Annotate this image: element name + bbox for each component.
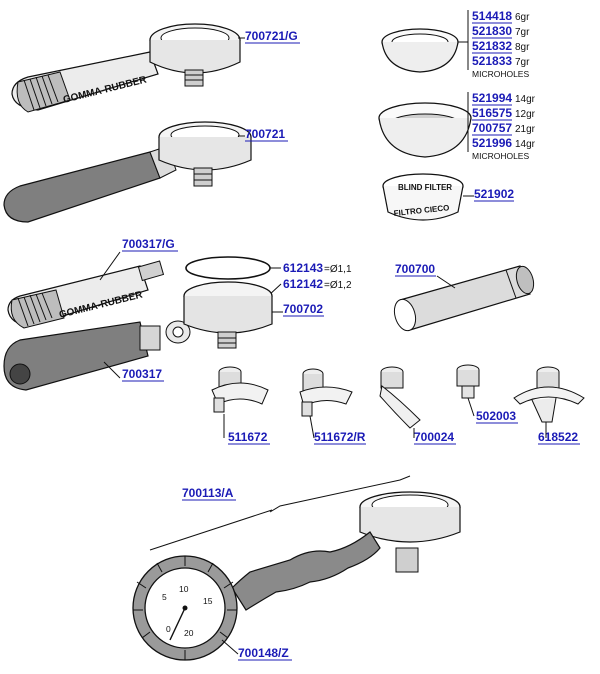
part-label-618522: 618522 bbox=[538, 422, 580, 445]
svg-text:521830: 521830 bbox=[472, 24, 512, 38]
svg-text:7gr: 7gr bbox=[515, 27, 530, 38]
svg-text:6gr: 6gr bbox=[515, 12, 530, 23]
double-filter-basket-drawing bbox=[378, 102, 472, 158]
spout-511672-drawing bbox=[211, 366, 269, 413]
svg-text:14gr: 14gr bbox=[515, 94, 536, 105]
svg-text:700757: 700757 bbox=[472, 121, 512, 135]
svg-text:700702: 700702 bbox=[283, 302, 323, 316]
svg-text:511672: 511672 bbox=[228, 430, 268, 444]
svg-text:700317/G: 700317/G bbox=[122, 237, 175, 251]
svg-text:511672/R: 511672/R bbox=[314, 430, 366, 444]
single-filter-list: 514418 6gr 521830 7gr 521832 8gr 521833 … bbox=[458, 9, 530, 79]
handle-700317g-drawing: GOMMA-RUBBER bbox=[7, 260, 165, 329]
svg-text:8gr: 8gr bbox=[515, 42, 530, 53]
part-label-700317: 700317 bbox=[103, 361, 164, 382]
svg-text:MICROHOLES: MICROHOLES bbox=[472, 151, 529, 161]
svg-text:=Ø1,1: =Ø1,1 bbox=[324, 264, 352, 275]
pressure-gauge-portafilter-drawing: 10 15 5 0 20 bbox=[132, 475, 461, 661]
svg-text:12gr: 12gr bbox=[515, 109, 536, 120]
single-filter-basket-drawing bbox=[381, 28, 459, 73]
svg-text:521994: 521994 bbox=[472, 91, 512, 105]
spout-700024-drawing bbox=[379, 366, 421, 429]
group-body-700702-drawing bbox=[183, 281, 273, 349]
gauge-tick-15: 15 bbox=[203, 596, 213, 606]
fitting-502003-drawing bbox=[456, 364, 480, 399]
part-label-700721g: 700721/G bbox=[238, 29, 300, 44]
part-label-511672r: 511672/R bbox=[309, 415, 366, 445]
part-label-511672: 511672 bbox=[223, 414, 270, 445]
svg-text:=Ø1,2: =Ø1,2 bbox=[324, 280, 352, 291]
svg-text:700721: 700721 bbox=[245, 127, 285, 141]
part-label-700700: 700700 bbox=[395, 262, 456, 289]
blind-filter-drawing: BLIND FILTER FILTRO CIECO bbox=[382, 173, 464, 221]
svg-text:514418: 514418 bbox=[472, 9, 512, 23]
part-label-700721: 700721 bbox=[238, 127, 288, 142]
svg-text:502003: 502003 bbox=[476, 409, 516, 423]
svg-text:14gr: 14gr bbox=[515, 139, 536, 150]
part-label-700113a: 700113/A bbox=[182, 486, 236, 501]
part-label-502003: 502003 bbox=[467, 397, 518, 424]
portafilter-700721-drawing bbox=[3, 121, 252, 223]
svg-text:700721/G: 700721/G bbox=[245, 29, 298, 43]
spout-511672r-drawing bbox=[299, 368, 353, 417]
part-label-700024: 700024 bbox=[413, 428, 456, 445]
blind-filter-lettering: BLIND FILTER bbox=[398, 183, 452, 192]
svg-text:521902: 521902 bbox=[474, 187, 514, 201]
svg-text:700317: 700317 bbox=[122, 367, 162, 381]
part-label-700317g: 700317/G bbox=[99, 237, 178, 281]
svg-text:700700: 700700 bbox=[395, 262, 435, 276]
gasket-label-612142: 612142 =Ø1,2 bbox=[267, 277, 352, 297]
svg-text:612143: 612143 bbox=[283, 261, 323, 275]
double-filter-list: 521994 14gr 516575 12gr 700757 21gr 5219… bbox=[467, 91, 536, 161]
part-label-700702: 700702 bbox=[272, 302, 324, 317]
svg-text:521833: 521833 bbox=[472, 54, 512, 68]
gauge-tick-0: 0 bbox=[166, 624, 171, 634]
handle-700317-drawing bbox=[3, 320, 191, 391]
svg-text:618522: 618522 bbox=[538, 430, 578, 444]
gasket-label-612143: 612143 =Ø1,1 bbox=[270, 261, 352, 275]
gauge-tick-20: 20 bbox=[184, 628, 194, 638]
svg-text:MICROHOLES: MICROHOLES bbox=[472, 69, 529, 79]
svg-text:612142: 612142 bbox=[283, 277, 323, 291]
part-label-700148z: 700148/Z bbox=[221, 639, 292, 661]
svg-text:700113/A: 700113/A bbox=[182, 486, 234, 500]
svg-text:700024: 700024 bbox=[414, 430, 454, 444]
svg-text:700148/Z: 700148/Z bbox=[238, 646, 289, 660]
gauge-tick-5: 5 bbox=[162, 592, 167, 602]
part-label-521902: 521902 bbox=[463, 187, 514, 202]
svg-text:521832: 521832 bbox=[472, 39, 512, 53]
spout-618522-drawing bbox=[513, 366, 585, 423]
gauge-tick-10: 10 bbox=[179, 584, 189, 594]
svg-text:521996: 521996 bbox=[472, 136, 512, 150]
svg-text:516575: 516575 bbox=[472, 106, 512, 120]
svg-text:21gr: 21gr bbox=[515, 124, 536, 135]
portafilter-700721g-drawing: GOMMA-RUBBER bbox=[11, 23, 241, 113]
svg-text:7gr: 7gr bbox=[515, 57, 530, 68]
tube-700700-drawing bbox=[393, 265, 535, 332]
